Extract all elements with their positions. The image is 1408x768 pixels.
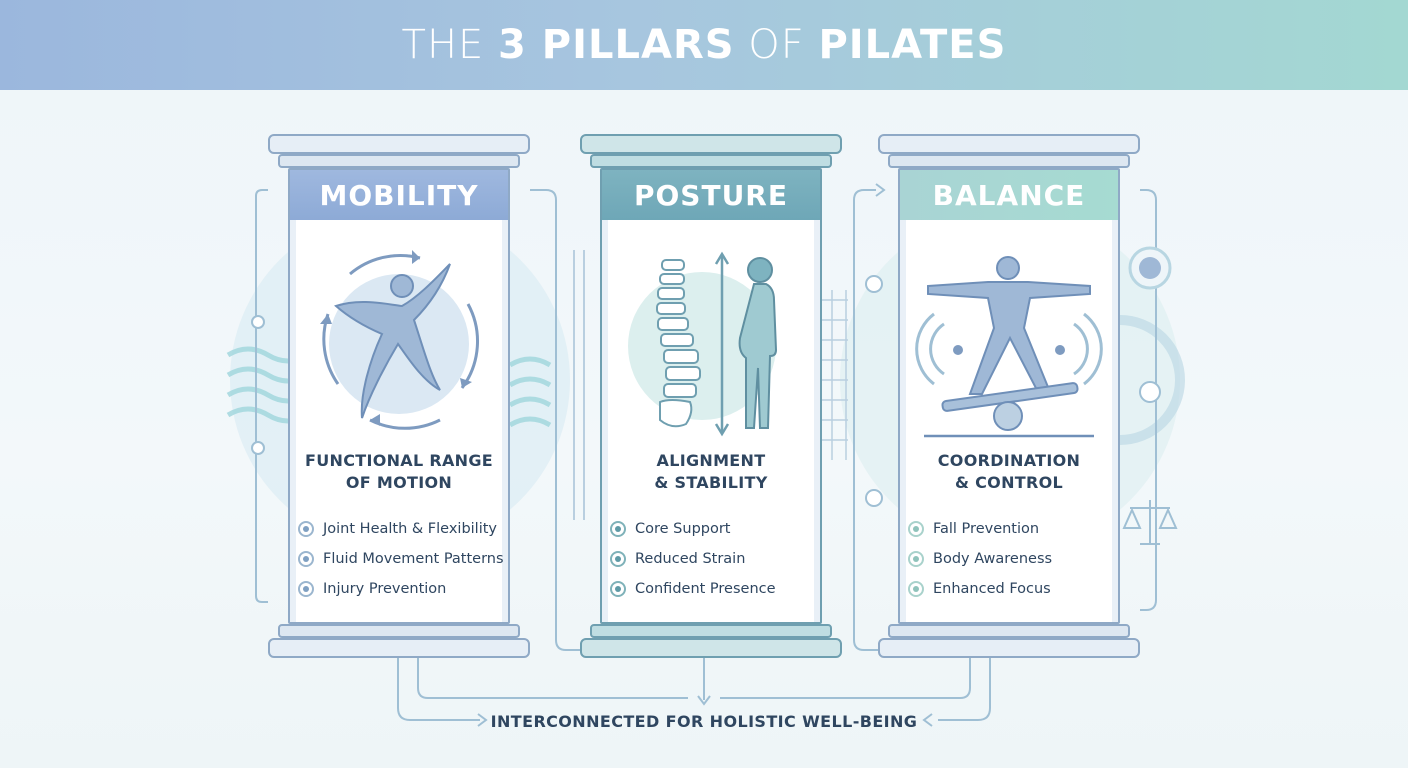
subtitle-line: FUNCTIONAL RANGE xyxy=(304,451,494,470)
connector-nodes xyxy=(251,275,1161,507)
connector-lines xyxy=(255,189,1157,721)
pillar-title: POSTURE xyxy=(602,170,820,220)
wave-lines-mid xyxy=(508,356,552,428)
list-item-label: Reduced Strain xyxy=(635,551,746,567)
title-part: THE xyxy=(401,22,499,68)
pillar-subtitle: COORDINATION & CONTROL xyxy=(900,450,1118,494)
pillar-capital-lower xyxy=(590,154,832,168)
subtitle-line: & CONTROL xyxy=(955,473,1063,492)
bullet-icon xyxy=(610,551,626,567)
pillar-base xyxy=(268,638,530,658)
header-banner: THE 3 PILLARS OF PILATES xyxy=(0,0,1408,90)
pillar-capital xyxy=(268,134,530,154)
subtitle-line: OF MOTION xyxy=(345,473,453,492)
pillar-capital xyxy=(878,134,1140,154)
benefit-list: Core Support Reduced Strain Confident Pr… xyxy=(610,514,820,604)
list-item-label: Enhanced Focus xyxy=(933,581,1051,597)
bullet-icon xyxy=(610,581,626,597)
spine-and-standing-figure-icon xyxy=(628,251,778,437)
list-item-label: Fall Prevention xyxy=(933,521,1040,537)
benefit-list: Fall Prevention Body Awareness Enhanced … xyxy=(908,514,1118,604)
figure-on-balance-board-icon xyxy=(915,256,1103,438)
list-item: Body Awareness xyxy=(908,544,1118,574)
list-item: Injury Prevention xyxy=(298,574,508,604)
list-item-label: Injury Prevention xyxy=(323,581,447,597)
pillar-base xyxy=(878,638,1140,658)
pillar-title: BALANCE xyxy=(900,170,1118,220)
arrow-heads xyxy=(477,183,933,727)
title-part: PILATES xyxy=(818,22,1007,68)
bullet-icon xyxy=(298,521,314,537)
pillar-base-upper xyxy=(278,624,520,638)
list-item-label: Joint Health & Flexibility xyxy=(323,521,497,537)
subtitle-line: ALIGNMENT xyxy=(656,451,766,470)
bullet-icon xyxy=(610,521,626,537)
pillar-posture: POSTURE ALIGNMENT & STABILITY Core Suppo… xyxy=(580,134,842,658)
pillar-base xyxy=(580,638,842,658)
list-item: Confident Presence xyxy=(610,574,820,604)
pillar-title: MOBILITY xyxy=(290,170,508,220)
dancing-figure-rotation-icon xyxy=(320,250,479,430)
bullet-icon xyxy=(908,581,924,597)
bullet-icon xyxy=(298,581,314,597)
list-item: Joint Health & Flexibility xyxy=(298,514,508,544)
list-item-label: Body Awareness xyxy=(933,551,1053,567)
pillar-balance: BALANCE COORDINATION & CONTROL Fall Prev… xyxy=(878,134,1140,658)
decor-circle xyxy=(1139,257,1161,279)
footer-caption: INTERCONNECTED FOR HOLISTIC WELL-BEING xyxy=(490,712,918,731)
list-item: Fall Prevention xyxy=(908,514,1118,544)
scale-icon xyxy=(1122,500,1178,545)
pillar-mobility: MOBILITY FUNCTIONAL RANGE OF MOTION Join… xyxy=(268,134,530,658)
list-item-label: Fluid Movement Patterns xyxy=(323,551,504,567)
title-part: 3 PILLARS xyxy=(498,22,735,68)
pillar-subtitle: ALIGNMENT & STABILITY xyxy=(602,450,820,494)
pillar-capital-lower xyxy=(278,154,520,168)
bullet-icon xyxy=(908,551,924,567)
list-item: Reduced Strain xyxy=(610,544,820,574)
vertical-lines xyxy=(573,250,585,520)
subtitle-line: & STABILITY xyxy=(654,473,768,492)
list-item: Enhanced Focus xyxy=(908,574,1118,604)
list-item-label: Confident Presence xyxy=(635,581,776,597)
list-item-label: Core Support xyxy=(635,521,731,537)
subtitle-line: COORDINATION xyxy=(937,451,1081,470)
bullet-icon xyxy=(908,521,924,537)
list-item: Core Support xyxy=(610,514,820,544)
title-part: OF xyxy=(734,22,819,68)
bullet-icon xyxy=(298,551,314,567)
pillar-subtitle: FUNCTIONAL RANGE OF MOTION xyxy=(290,450,508,494)
benefit-list: Joint Health & Flexibility Fluid Movemen… xyxy=(298,514,508,604)
pillar-base-upper xyxy=(590,624,832,638)
pillar-base-upper xyxy=(888,624,1130,638)
pillar-capital-lower xyxy=(888,154,1130,168)
page-title: THE 3 PILLARS OF PILATES xyxy=(402,22,1007,68)
list-item: Fluid Movement Patterns xyxy=(298,544,508,574)
pillar-capital xyxy=(580,134,842,154)
